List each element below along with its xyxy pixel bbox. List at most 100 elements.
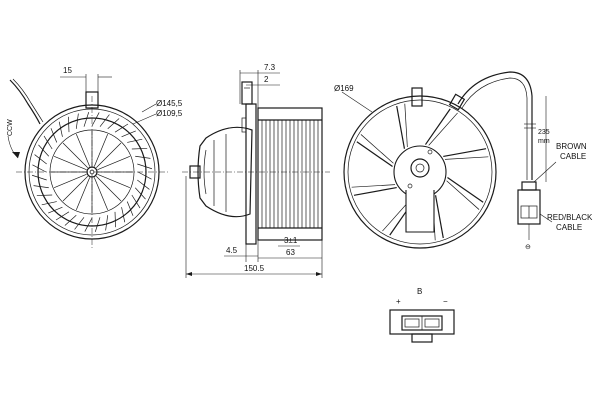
connector-pin-plus: [404, 318, 420, 328]
rear-screw-1: [407, 183, 413, 189]
rear-spokes: [351, 103, 489, 241]
front-spoke: [62, 175, 89, 202]
dia-outer-label: Ø145,5: [156, 99, 183, 108]
front-impeller-blades: [31, 111, 153, 233]
connector-detail: B + −: [389, 287, 455, 343]
front-spoke: [93, 133, 109, 167]
front-top-tab: [85, 91, 99, 109]
rear-spoke: [443, 148, 487, 158]
front-blade: [137, 179, 150, 190]
front-blade: [137, 163, 153, 170]
rear-spoke: [424, 108, 451, 145]
front-blade: [84, 217, 93, 232]
rear-motor-extension: [405, 190, 435, 233]
dim-2-label: 2: [264, 75, 269, 84]
dim150-arrow-right: [316, 272, 322, 276]
side-top-connector: [241, 81, 253, 105]
front-spoke: [53, 173, 87, 189]
front-blade: [127, 138, 143, 143]
dim150-arrow-left: [186, 272, 192, 276]
front-blade: [131, 148, 148, 150]
rear-spoke-edge: [404, 103, 408, 148]
rear-screw-2: [427, 149, 433, 155]
motor-shaft-stub: [189, 165, 201, 179]
front-blade: [75, 113, 79, 129]
side-view: 7.3 2 3±1 4.5 63 150.5: [182, 63, 330, 278]
rear-spoke-edge: [446, 180, 480, 210]
front-blade: [114, 211, 116, 228]
front-outer-ring-inner: [28, 108, 156, 236]
rear-cable-grommet: [448, 93, 466, 111]
dia169-leader: [341, 91, 373, 113]
front-blade: [41, 201, 57, 206]
redblack-cable-label-1: RED/BLACK: [547, 213, 593, 222]
front-blade: [105, 215, 109, 231]
front-blade: [55, 211, 70, 221]
cable-connector-neck: [521, 181, 537, 191]
dia-inner-label: Ø109,5: [156, 109, 183, 118]
brown-cable-label-2: CABLE: [560, 152, 586, 161]
dia-outer-leader: [141, 103, 157, 113]
front-blade: [58, 121, 63, 137]
rear-spoke: [447, 176, 484, 203]
front-spoke: [95, 142, 122, 169]
front-blade: [134, 187, 146, 200]
dia-inner-leader: [132, 113, 157, 125]
ccw-arrowhead: [12, 152, 20, 158]
dim-235-label: 235: [538, 129, 550, 136]
front-spoke: [75, 133, 91, 167]
front-spoke: [53, 155, 87, 171]
front-blade: [135, 155, 151, 159]
front-blade: [107, 118, 120, 130]
front-blade: [48, 206, 63, 214]
motor-body: [197, 126, 253, 218]
front-blade: [121, 130, 136, 138]
front-spoke: [62, 142, 89, 169]
front-spoke: [75, 177, 91, 211]
front-blade: [126, 201, 134, 216]
dim-235-unit: mm: [538, 138, 550, 145]
brown-leader: [533, 161, 557, 183]
front-blade: [91, 112, 100, 127]
rear-spoke-edge: [444, 156, 489, 160]
front-blade: [131, 194, 141, 209]
front-blade: [64, 214, 77, 226]
front-wire-2: [12, 78, 44, 123]
rear-outer-ring: [343, 95, 497, 249]
front-blade: [34, 154, 47, 165]
impeller-cage: [257, 107, 323, 241]
front-blade: [50, 128, 58, 143]
rear-spoke: [434, 195, 444, 239]
front-spoke: [95, 175, 122, 202]
front-blade: [83, 111, 90, 127]
front-spoke: [93, 177, 109, 211]
impeller-fins: [261, 120, 319, 228]
connector-latch: [411, 333, 433, 343]
front-blade: [43, 135, 53, 150]
dim-150-5-label: 150.5: [244, 264, 265, 273]
front-blade: [32, 164, 47, 173]
front-blade: [121, 207, 126, 223]
connector-minus-mark: ⊖: [525, 244, 531, 251]
ccw-label: CCW: [7, 119, 14, 136]
front-blade: [94, 217, 101, 233]
front-blade: [31, 174, 47, 181]
dim-4-5-label: 4.5: [226, 246, 238, 255]
front-blade: [114, 123, 129, 133]
dim-7-3-label: 7.3: [264, 63, 276, 72]
dim-3-label: 3±1: [284, 236, 298, 245]
connector-title: B: [417, 287, 422, 296]
front-blade: [36, 194, 53, 196]
motor-body-contour: [203, 149, 207, 195]
rear-spoke-edge: [351, 184, 396, 188]
front-blade: [33, 185, 49, 189]
front-spoke: [97, 173, 131, 189]
rear-spoke: [396, 105, 406, 149]
rear-spoke: [356, 141, 393, 168]
front-blade: [74, 217, 85, 230]
dim-63-label: 63: [286, 248, 295, 257]
rear-outer-ring-inner: [347, 99, 493, 245]
rear-view: Ø169 235 mm ⊖ BROWN CABLE RED/BLACK CABL…: [334, 71, 593, 251]
